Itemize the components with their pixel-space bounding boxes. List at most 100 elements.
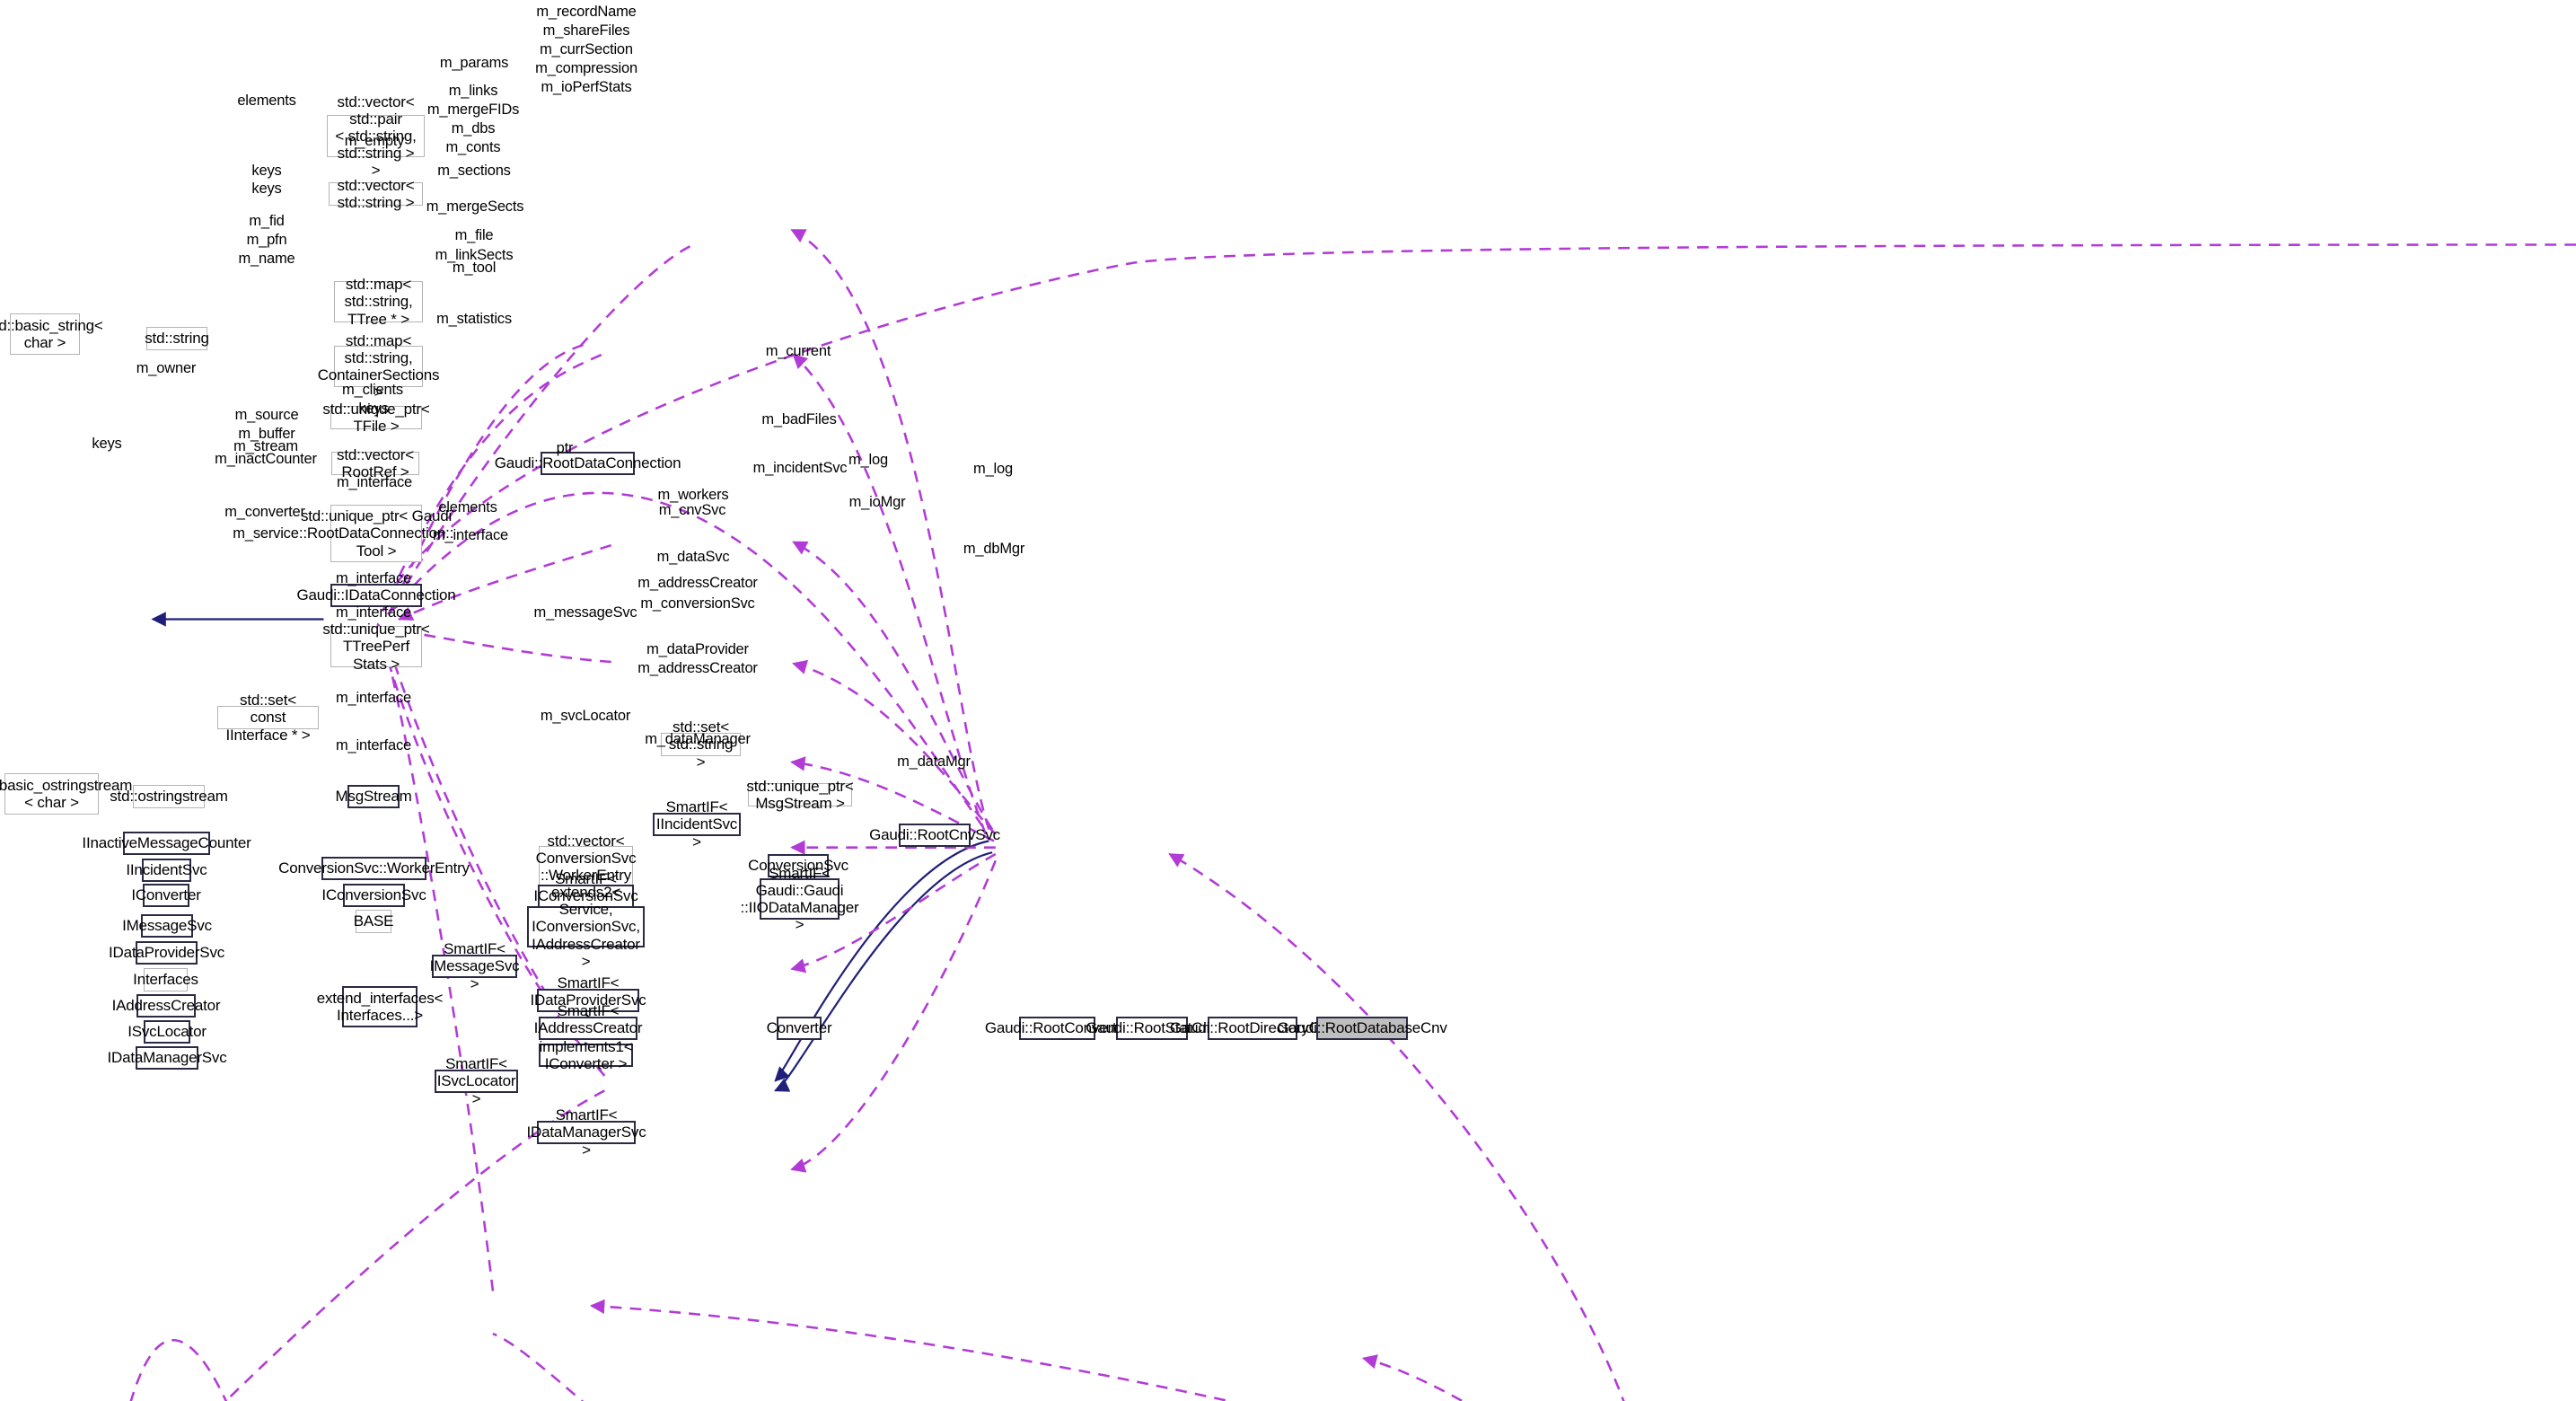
- edge-label-lbl_stream: m_stream: [233, 438, 298, 454]
- class-node-label: std::vector< std::string >: [337, 176, 415, 211]
- class-node-smartif_imessagesvc[interactable]: SmartIF< IMessageSvc >: [430, 940, 520, 991]
- edge-label-lbl_workers: m_workers: [657, 487, 729, 503]
- class-node-smartif_iiodatamgr[interactable]: SmartIF< Gaudi::Gaudi ::IIODataManager >: [741, 865, 859, 933]
- edge-label-lbl_statistics: m_statistics: [436, 311, 512, 327]
- edge-label-lbl_addresscreator2: m_addressCreator: [637, 660, 758, 676]
- class-node-rootstatcnv[interactable]: Gaudi::RootStatCnv: [1086, 1017, 1218, 1040]
- class-node-label: std::set< std::string >: [668, 718, 734, 771]
- class-node-iconverter[interactable]: IConverter: [131, 884, 201, 907]
- edge-label-lbl_recordname: m_recordName m_shareFiles m_currSection …: [535, 4, 637, 96]
- class-node-iconversionsvc[interactable]: IConversionSvc: [321, 884, 426, 907]
- class-node-label: std::set< const IInterface * >: [225, 692, 311, 744]
- class-node-msgstream[interactable]: MsgStream: [335, 785, 412, 808]
- edge-label-lbl_interface4: m_interface: [335, 604, 412, 621]
- class-node-idataconnection[interactable]: Gaudi::IDataConnection: [296, 584, 456, 607]
- class-node-vector_pair[interactable]: std::vector< std::pair < std::string, st…: [327, 93, 425, 179]
- edge-label-lbl_datasvc: m_dataSvc: [656, 549, 730, 565]
- class-node-label: SmartIF< IDataManagerSvc >: [526, 1106, 646, 1159]
- class-node-base[interactable]: BASE: [353, 910, 394, 933]
- class-node-vector_string[interactable]: std::vector< std::string >: [329, 177, 423, 211]
- class-node-label: ConversionSvc::WorkerEntry: [278, 859, 470, 877]
- class-node-idatamanagersvc[interactable]: IDataManagerSvc: [107, 1046, 227, 1070]
- class-node-imessagesvc[interactable]: IMessageSvc: [122, 914, 212, 938]
- class-node-label: SmartIF< IIncidentSvc >: [655, 798, 738, 850]
- class-node-extend_interfaces[interactable]: extend_interfaces< Interfaces...>: [317, 986, 443, 1027]
- class-node-map_ttree[interactable]: std::map< std::string, TTree * >: [334, 276, 423, 328]
- class-node-idataprovidersvc[interactable]: IDataProviderSvc: [109, 941, 224, 965]
- edge-label-lbl_addresscreator: m_addressCreator: [637, 575, 758, 591]
- edge-label-lbl_linksects: m_linkSects: [435, 247, 514, 263]
- class-node-uptr_tfile[interactable]: std::unique_ptr< TFile >: [322, 401, 429, 435]
- class-node-std_string[interactable]: std::string: [145, 327, 209, 350]
- class-node-iincidentsvc[interactable]: IIncidentSvc: [126, 859, 207, 882]
- class-node-implements1[interactable]: implements1< IConverter >: [539, 1038, 633, 1072]
- class-node-label: Converter: [766, 1019, 832, 1037]
- class-node-basic_string[interactable]: std::basic_string< char >: [0, 313, 103, 355]
- class-node-vector_workerentry[interactable]: std::vector< ConversionSvc ::WorkerEntry…: [536, 833, 637, 901]
- class-node-label: std::vector< ConversionSvc ::WorkerEntry…: [535, 832, 637, 901]
- edge-label-lbl_tool: m_tool: [452, 260, 497, 276]
- class-node-uptr_tool[interactable]: std::unique_ptr< Gaudi ::RootDataConnect…: [299, 505, 453, 562]
- class-node-label: std::ostringstream: [110, 788, 228, 806]
- class-node-iinactivemsgcounter[interactable]: IInactiveMessageCounter: [82, 832, 251, 855]
- class-node-rootdirectorycnv[interactable]: Gaudi::RootDirectoryCnv: [1170, 1017, 1335, 1040]
- class-node-smartif_iincidentsvc[interactable]: SmartIF< IIncidentSvc >: [653, 798, 741, 850]
- edge-label-lbl_file: m_file: [454, 227, 494, 243]
- class-node-label: Gaudi::RootCnvSvc: [869, 826, 1000, 844]
- class-node-uptr_ttreeperf[interactable]: std::unique_ptr< TTreePerf Stats >: [322, 621, 429, 672]
- class-node-conversionsvc[interactable]: ConversionSvc: [748, 854, 848, 877]
- class-node-label: IConversionSvc: [321, 886, 426, 904]
- edge-label-lbl_messagesvc: m_messageSvc: [533, 604, 637, 621]
- class-node-converter[interactable]: Converter: [767, 1017, 832, 1040]
- class-node-label: IIncidentSvc: [126, 861, 207, 879]
- class-node-smartif_isvclocator[interactable]: SmartIF< ISvcLocator >: [435, 1055, 518, 1107]
- class-node-label: IInactiveMessageCounter: [82, 834, 251, 852]
- class-node-label: BASE: [353, 912, 394, 930]
- class-node-interfaces[interactable]: Interfaces: [133, 968, 198, 991]
- edge-label-lbl_elements1: elements: [237, 93, 296, 109]
- class-node-label: Gaudi::RootStatCnv: [1086, 1019, 1218, 1037]
- class-node-label: Gaudi::RootDatabaseCnv: [1277, 1019, 1447, 1037]
- edge-label-lbl_conversionsvc: m_conversionSvc: [640, 595, 755, 612]
- class-node-map_containersect[interactable]: std::map< std::string, ContainerSections…: [318, 332, 440, 401]
- class-node-label: std::vector< RootRef >: [337, 445, 414, 480]
- class-node-conversionsvc_we[interactable]: ConversionSvc::WorkerEntry: [278, 857, 470, 880]
- class-node-label: std::basic_string< char >: [0, 316, 103, 351]
- class-node-iaddresscreator[interactable]: IAddressCreator: [112, 994, 221, 1018]
- class-node-smartif_idatamanagersvc[interactable]: SmartIF< IDataManagerSvc >: [526, 1106, 646, 1158]
- class-node-label: IDataManagerSvc: [107, 1049, 227, 1067]
- class-node-ostringstream[interactable]: std::ostringstream: [110, 785, 228, 808]
- edge-label-lbl_interface6: m_interface: [335, 737, 412, 753]
- class-node-basic_ostringstream[interactable]: std::basic_ostringstream < char >: [0, 773, 132, 815]
- class-node-isvclocator[interactable]: ISvcLocator: [127, 1020, 207, 1044]
- class-node-smartif_iaddresscreator[interactable]: SmartIF< IAddressCreator >: [534, 1002, 643, 1053]
- class-node-uptr_msgstream[interactable]: std::unique_ptr< MsgStream >: [746, 778, 853, 812]
- class-node-rootdatabasecnv[interactable]: Gaudi::RootDatabaseCnv: [1277, 1017, 1447, 1040]
- class-node-label: SmartIF< IMessageSvc >: [429, 940, 520, 992]
- class-node-set_iinterface[interactable]: std::set< const IInterface * >: [217, 692, 319, 744]
- class-node-label: IConverter: [131, 886, 201, 904]
- class-node-label: ISvcLocator: [127, 1023, 207, 1041]
- class-node-rootdataconnection[interactable]: Gaudi::RootDataConnection: [495, 452, 681, 475]
- class-node-rootcnvsvc[interactable]: Gaudi::RootCnvSvc: [869, 824, 1000, 847]
- class-node-label: MsgStream: [335, 788, 412, 806]
- class-node-vector_rootref[interactable]: std::vector< RootRef >: [331, 446, 419, 480]
- class-node-label: std::unique_ptr< TTreePerf Stats >: [322, 621, 430, 673]
- edge-label-lbl_converter: m_converter: [224, 504, 305, 520]
- edge-label-lbl_iomgr: m_ioMgr: [848, 494, 906, 510]
- edge-label-lbl_datamgr: m_dataMgr: [897, 753, 971, 770]
- class-node-label: std::map< std::string, TTree * >: [344, 276, 413, 328]
- class-node-rootconverter[interactable]: Gaudi::RootConverter: [985, 1017, 1130, 1040]
- edge-label-lbl_log1: m_log: [848, 452, 888, 468]
- edge-label-lbl_elements2: elements: [438, 499, 497, 515]
- class-node-label: implements1< IConverter >: [539, 1037, 633, 1072]
- edge-label-lbl_dataprovider: m_dataProvider: [646, 641, 749, 657]
- edge-label-lbl_clients: m_clients: [342, 382, 403, 398]
- class-node-extends2[interactable]: extends2< Service, IConversionSvc, IAddr…: [527, 884, 645, 970]
- class-node-label: SmartIF< Gaudi::Gaudi ::IIODataManager >: [740, 864, 859, 934]
- class-node-label: SmartIF< IAddressCreator >: [533, 1002, 643, 1053]
- class-node-smartif_iconversionsvc[interactable]: SmartIF< IConversionSvc >: [533, 870, 637, 921]
- edge-label-lbl_empty: m_empty: [344, 133, 405, 149]
- class-node-set_string[interactable]: std::set< std::string >: [661, 718, 741, 771]
